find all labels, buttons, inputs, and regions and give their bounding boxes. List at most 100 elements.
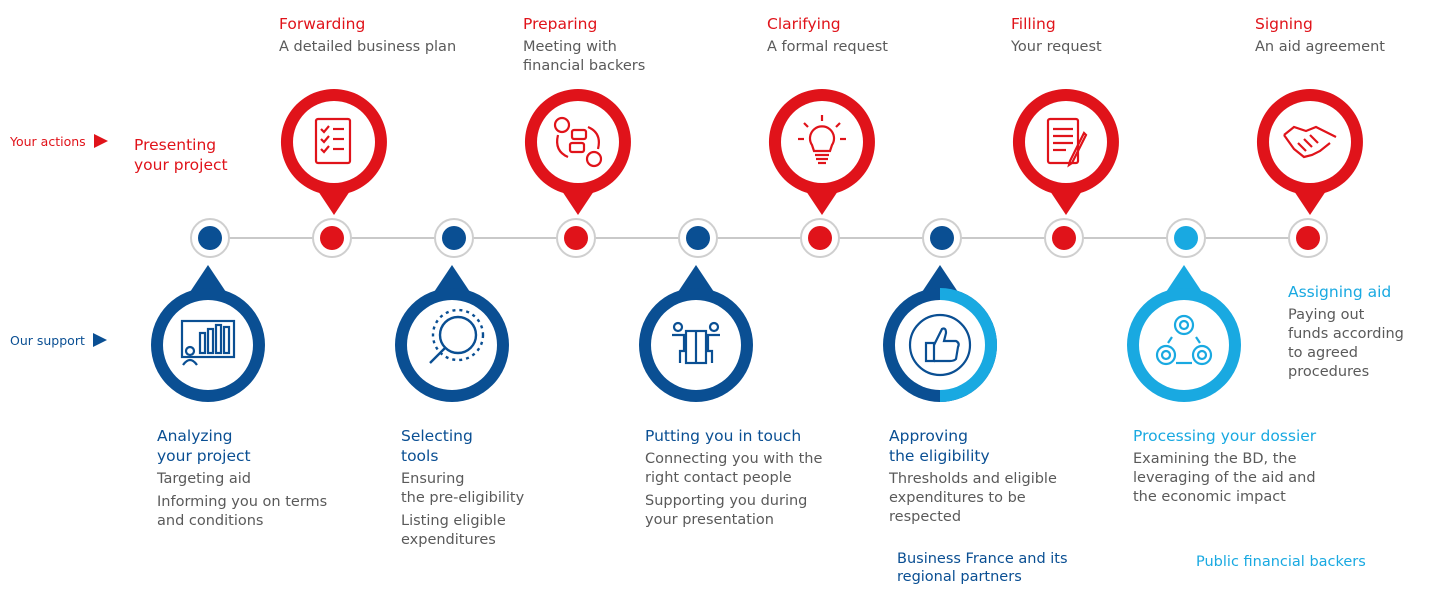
support-title: tools bbox=[401, 447, 439, 465]
action-title: Forwarding bbox=[279, 15, 366, 33]
presenting-line2: your project bbox=[134, 156, 228, 174]
action-sub: Your request bbox=[1011, 39, 1102, 55]
action-forwarding: Forwarding A detailed business plan bbox=[279, 14, 456, 57]
arrow-right-icon bbox=[93, 134, 108, 148]
support-assigning: Assigning aid Paying out funds according… bbox=[1288, 282, 1404, 382]
public-backers-footer: Public financial backers bbox=[1196, 552, 1366, 572]
support-line: Informing you on terms bbox=[157, 494, 328, 510]
support-line: Listing eligible bbox=[401, 513, 506, 529]
support-title: Processing your dossier bbox=[1133, 427, 1317, 445]
action-clarifying: Clarifying A formal request bbox=[767, 14, 888, 57]
timeline-node bbox=[922, 218, 962, 258]
support-line: Examining the BD, the bbox=[1133, 451, 1297, 467]
timeline-node bbox=[1288, 218, 1328, 258]
support-line: and conditions bbox=[157, 513, 264, 529]
timeline-dot bbox=[1296, 226, 1320, 250]
timeline-line bbox=[212, 237, 1306, 239]
support-title: Putting you in touch bbox=[645, 427, 802, 445]
timeline-node bbox=[434, 218, 474, 258]
footer-line: Public financial backers bbox=[1196, 554, 1366, 570]
people-elevator-pin bbox=[639, 265, 753, 402]
support-line: Supporting you during bbox=[645, 493, 808, 509]
footer-line: Business France and its bbox=[897, 551, 1068, 567]
support-line: Connecting you with the bbox=[645, 451, 823, 467]
support-line: Targeting aid bbox=[157, 471, 252, 487]
action-filling: Filling Your request bbox=[1011, 14, 1102, 57]
thumbs-up-icon bbox=[908, 313, 972, 377]
lightbulb-pin bbox=[768, 89, 875, 215]
meeting-pin bbox=[524, 89, 631, 215]
presenting-title: Presenting your project bbox=[134, 135, 228, 175]
presentation-pin bbox=[151, 265, 265, 402]
timeline-dot bbox=[198, 226, 222, 250]
presentation-chart-icon bbox=[180, 319, 236, 366]
checklist-pin bbox=[280, 89, 387, 215]
timeline-dot bbox=[808, 226, 832, 250]
support-line: leveraging of the aid and bbox=[1133, 470, 1316, 486]
timeline-node bbox=[800, 218, 840, 258]
timeline-dot bbox=[1174, 226, 1198, 250]
cycle-icon bbox=[1155, 314, 1213, 366]
your-actions-text: Your actions bbox=[10, 134, 86, 149]
support-line: Paying out bbox=[1288, 307, 1365, 323]
arrow-right-icon bbox=[92, 333, 107, 347]
timeline-node bbox=[678, 218, 718, 258]
support-title: Approving bbox=[889, 427, 968, 445]
handshake-icon bbox=[1283, 125, 1337, 159]
cycle-pin bbox=[1127, 265, 1241, 402]
support-selecting: Selecting tools Ensuring the pre-eligibi… bbox=[401, 426, 524, 550]
presenting-line1: Presenting bbox=[134, 136, 217, 154]
timeline-node bbox=[312, 218, 352, 258]
action-title: Filling bbox=[1011, 15, 1056, 33]
action-sub: financial backers bbox=[523, 58, 646, 74]
action-preparing: Preparing Meeting with financial backers bbox=[523, 14, 645, 76]
action-title: Signing bbox=[1255, 15, 1313, 33]
timeline-dot bbox=[686, 226, 710, 250]
checklist-icon bbox=[314, 117, 352, 165]
support-line: respected bbox=[889, 509, 962, 525]
action-signing: Signing An aid agreement bbox=[1255, 14, 1385, 57]
our-support-label: Our support bbox=[10, 333, 107, 348]
support-title: Analyzing bbox=[157, 427, 233, 445]
support-title: your project bbox=[157, 447, 251, 465]
our-support-text: Our support bbox=[10, 333, 85, 348]
support-line: your presentation bbox=[645, 512, 774, 528]
footer-line: regional partners bbox=[897, 569, 1022, 585]
form-pen-icon bbox=[1046, 117, 1088, 168]
support-line: expenditures to be bbox=[889, 490, 1026, 506]
action-sub: An aid agreement bbox=[1255, 39, 1385, 55]
handshake-pin bbox=[1256, 89, 1363, 215]
support-approving: Approving the eligibility Thresholds and… bbox=[889, 426, 1057, 527]
action-title: Preparing bbox=[523, 15, 598, 33]
people-elevator-icon bbox=[672, 321, 720, 365]
support-putting: Putting you in touch Connecting you with… bbox=[645, 426, 822, 530]
support-title: the eligibility bbox=[889, 447, 990, 465]
support-line: to agreed bbox=[1288, 345, 1358, 361]
timeline-node bbox=[1166, 218, 1206, 258]
support-line: Thresholds and eligible bbox=[889, 471, 1057, 487]
support-line: funds according bbox=[1288, 326, 1404, 342]
support-analyzing: Analyzing your project Targeting aid Inf… bbox=[157, 426, 327, 531]
timeline-node bbox=[556, 218, 596, 258]
action-sub: A detailed business plan bbox=[279, 39, 457, 55]
action-sub: Meeting with bbox=[523, 39, 617, 55]
timeline-dot bbox=[564, 226, 588, 250]
your-actions-label: Your actions bbox=[10, 134, 108, 149]
timeline-node bbox=[1044, 218, 1084, 258]
timeline-dot bbox=[930, 226, 954, 250]
magnifier-pin bbox=[395, 265, 509, 402]
timeline-dot bbox=[320, 226, 344, 250]
support-processing: Processing your dossier Examining the BD… bbox=[1133, 426, 1316, 507]
support-title: Selecting bbox=[401, 427, 473, 445]
magnifier-icon bbox=[429, 308, 485, 364]
support-line: the economic impact bbox=[1133, 489, 1286, 505]
support-line: the pre-eligibility bbox=[401, 490, 525, 506]
lightbulb-icon bbox=[798, 115, 846, 165]
timeline-node bbox=[190, 218, 230, 258]
thumbs-up-pin bbox=[883, 265, 997, 402]
support-line: Ensuring bbox=[401, 471, 465, 487]
support-line: procedures bbox=[1288, 364, 1370, 380]
business-france-footer: Business France and its regional partner… bbox=[897, 550, 1068, 586]
support-line: expenditures bbox=[401, 532, 496, 548]
meeting-icon bbox=[553, 116, 603, 168]
